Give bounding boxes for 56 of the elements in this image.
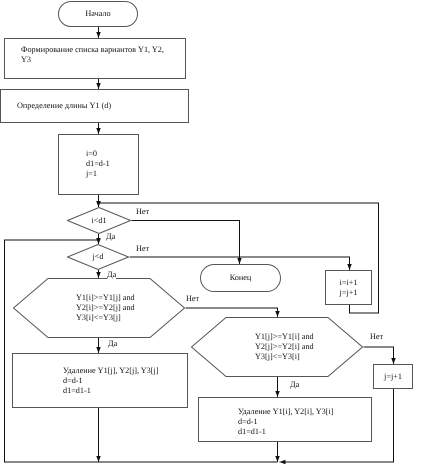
edge-label: Нет [186, 294, 200, 304]
process-text: i=i+1 [340, 278, 358, 288]
process-box [58, 134, 139, 195]
arrow [129, 256, 352, 270]
process-text: d1=d-1 [86, 159, 110, 169]
process-text: d=d-1 [63, 376, 83, 386]
arrow [96, 26, 101, 38]
process-text: Формирование списка вариантов Y1, Y2, Y3 [21, 45, 165, 65]
arrow [96, 122, 101, 134]
decision-diamond [67, 207, 131, 234]
process-box [0, 89, 189, 123]
process-box [373, 364, 413, 389]
arrow [279, 388, 394, 464]
process-text: j=1 [86, 169, 97, 179]
arrow [96, 338, 101, 354]
process-text: j=j+1 [340, 288, 358, 298]
process-box [12, 353, 188, 408]
arrow [96, 270, 101, 278]
terminator-shape [200, 264, 281, 292]
condition-text: Y1[j]>=Y1[i] and Y2[j]>=Y2[i] and Y3[j]<=Y3[i] [255, 332, 315, 362]
process-text: Удаление Y1[i], Y2[i], Y3[i] [238, 407, 334, 417]
edge-label: Да [107, 270, 116, 280]
process-box [198, 397, 372, 442]
process-text: d1=d1-1 [63, 386, 91, 396]
arrow [275, 442, 280, 462]
edge-label: Нет [136, 207, 150, 217]
edge-label: Нет [370, 332, 384, 342]
process-text: i=0 [86, 149, 97, 159]
process-text: Определение длины Y1 (d) [17, 101, 112, 111]
process-text: Удаление Y1[j], Y2[j], Y3[j] [63, 366, 158, 376]
arrow [96, 408, 101, 462]
edge-label: Да [108, 339, 118, 349]
terminator-label: Конец [230, 273, 252, 283]
arrow [363, 346, 396, 364]
decision-hexagon [191, 317, 363, 377]
arrow [185, 308, 280, 318]
arrow [131, 220, 242, 264]
process-text: j=j+1 [384, 372, 402, 382]
arrow [96, 78, 101, 90]
process-text: d1=d1-1 [238, 427, 266, 437]
process-box [4, 38, 186, 79]
edge-label: Да [106, 232, 116, 242]
terminator-shape [58, 1, 138, 27]
arrow [4, 238, 278, 462]
condition-text: i<d1 [91, 216, 107, 226]
terminator-label: Начало [85, 9, 111, 19]
arrow [275, 376, 280, 398]
condition-text: Y1[i]>=Y1[j] and Y2[i]>=Y2[j] and Y3[i]<=Y3[j] [76, 293, 136, 323]
arrow [96, 201, 379, 314]
process-text: d=d-1 [238, 417, 258, 427]
decision-diamond [67, 244, 129, 270]
process-box [325, 270, 372, 305]
decision-hexagon [13, 278, 185, 338]
edge-label: Да [290, 380, 300, 390]
edge-label: Нет [136, 244, 150, 254]
condition-text: j<d [92, 252, 104, 262]
